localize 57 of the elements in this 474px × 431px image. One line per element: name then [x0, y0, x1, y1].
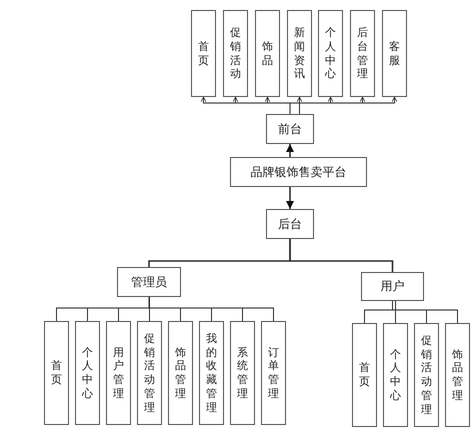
module-box	[230, 321, 255, 425]
module-box	[168, 321, 193, 425]
connector-line	[392, 300, 458, 324]
process-box	[361, 272, 424, 301]
module-box	[350, 10, 375, 97]
node-label: 个人中心	[82, 346, 93, 400]
process-box	[266, 209, 314, 239]
module-box	[199, 321, 224, 425]
node-label: 用户	[380, 279, 404, 294]
module-box	[383, 323, 408, 427]
arrow	[286, 144, 294, 157]
node-label: 前台	[278, 122, 302, 136]
arrow	[290, 96, 398, 114]
node-label: 后台	[278, 216, 302, 232]
node-label: 促销活动管理	[421, 334, 432, 416]
module-box	[255, 10, 280, 97]
module-box	[261, 321, 286, 425]
process-box	[117, 267, 181, 297]
node-label: 个人中心	[325, 26, 336, 81]
arrow	[296, 96, 302, 114]
node-label: 饰品管理	[175, 346, 186, 400]
module-box	[445, 323, 470, 427]
node-label: 后台管理	[357, 26, 368, 81]
node-label: 管理员	[131, 274, 167, 290]
connector-line	[395, 300, 396, 324]
module-box	[223, 10, 248, 97]
node-label: 首页	[51, 359, 62, 387]
module-box	[44, 321, 69, 425]
node-label: 订单管理	[268, 346, 279, 400]
module-box	[106, 321, 131, 425]
module-box	[191, 10, 216, 97]
module-box	[318, 10, 343, 97]
connector-line	[148, 296, 274, 322]
process-box	[230, 157, 367, 187]
node-label: 首页	[198, 40, 209, 68]
node-label: 系统管理	[237, 346, 248, 400]
module-box	[352, 323, 377, 427]
node-label: 个人中心	[390, 348, 401, 402]
module-box	[287, 10, 312, 97]
node-label: 品牌银饰售卖平台	[250, 164, 346, 180]
process-box	[266, 114, 314, 144]
node-label: 客服	[389, 40, 400, 68]
arrow	[286, 187, 294, 209]
node-label: 用户管理	[113, 346, 124, 400]
node-label: 饰品	[262, 40, 273, 68]
node-label: 新闻资讯	[294, 26, 305, 81]
node-label: 促销活动	[230, 26, 241, 81]
node-label: 饰品管理	[452, 348, 463, 402]
connector-line	[149, 296, 150, 322]
module-box	[137, 321, 162, 425]
node-label: 首页	[359, 361, 370, 389]
node-label: 促销活动管理	[144, 332, 155, 414]
module-box	[414, 323, 439, 427]
module-box	[75, 321, 100, 425]
node-label: 我的收藏管理	[206, 332, 217, 414]
module-box	[382, 10, 407, 97]
connector-line	[289, 239, 394, 272]
